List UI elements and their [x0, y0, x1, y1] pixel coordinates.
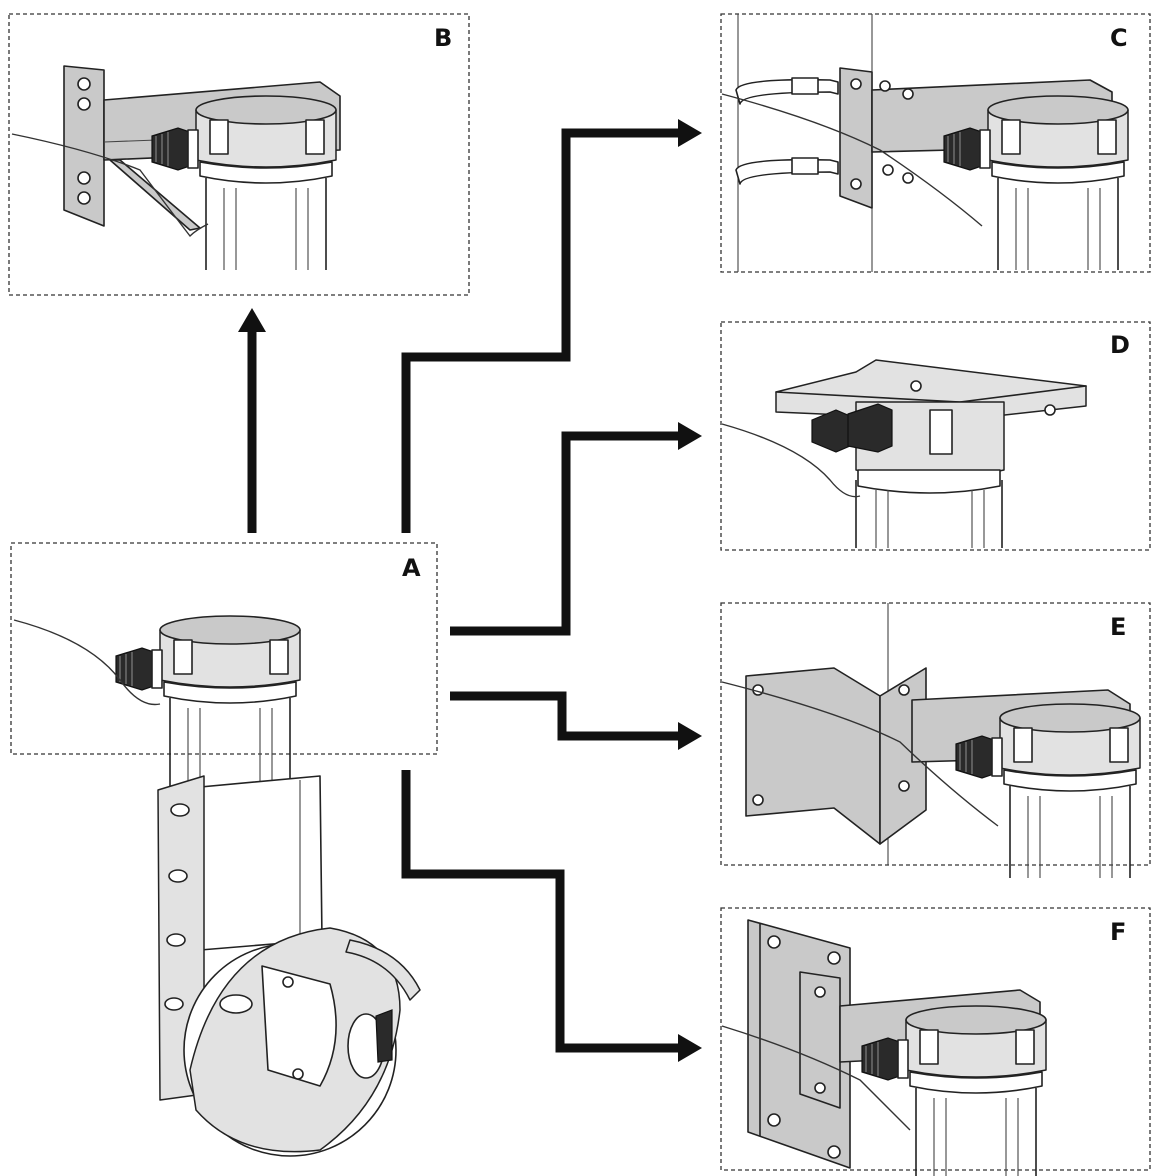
panel-e: E: [720, 602, 1151, 879]
panel-d-label: D: [1110, 331, 1130, 359]
panel-a-label: A: [402, 554, 421, 582]
speed-dome-camera-icon: [13, 615, 421, 1157]
ceiling-plate-drawing: [721, 359, 1087, 548]
arrow-a-to-c: [401, 128, 680, 533]
panel-e-label: E: [1110, 613, 1126, 641]
panel-b: B: [8, 13, 470, 296]
panel-f-label: F: [1110, 918, 1126, 946]
wall-plate-drawing: [721, 919, 1047, 1176]
panel-f: F: [720, 907, 1151, 1176]
arrow-a-to-d: [450, 431, 680, 636]
connector-arrows: [238, 119, 702, 1062]
panel-a: A: [10, 542, 438, 1157]
panel-d: D: [720, 321, 1151, 551]
wall-bracket-drawing: [11, 65, 341, 271]
panel-c-label: C: [1110, 24, 1128, 52]
corner-bracket-drawing: [721, 603, 1141, 879]
panel-b-label: B: [434, 24, 452, 52]
pole-mount-drawing: [721, 14, 1129, 272]
arrow-a-to-f: [401, 770, 680, 1053]
arrow-a-to-e: [450, 691, 680, 741]
panel-c: C: [720, 13, 1151, 273]
